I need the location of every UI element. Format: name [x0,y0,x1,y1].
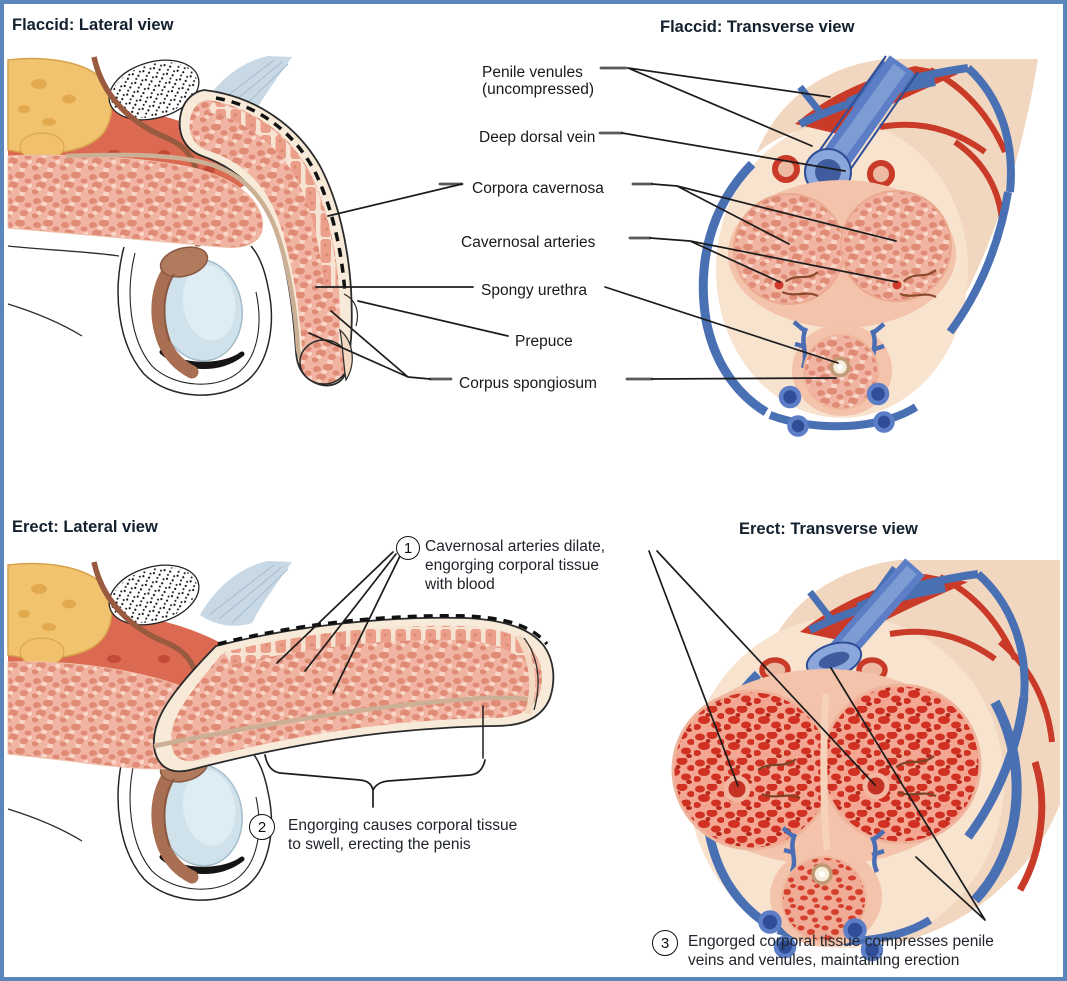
urethra-lateral [65,152,314,373]
panel-title-erect-transverse: Erect: Transverse view [739,520,918,538]
step-1-text: Cavernosal arteries dilate, engorging co… [425,537,605,594]
corpus-spongiosum-cut [781,856,867,942]
venule-cut [866,382,890,406]
step-2-text: Engorging causes corporal tissue to swel… [288,816,517,854]
label-line: Cavernosal arteries [461,234,596,251]
step-text-line: engorging corporal tissue [425,557,600,574]
venule-cut [843,918,867,942]
leader-lines [264,66,986,921]
vein-squiggles [792,320,886,369]
label-prepuce: Prepuce [515,333,573,350]
illustration-layer [4,4,1060,962]
panel-title-erect-lateral: Erect: Lateral view [12,518,158,536]
urethra-erect [153,695,537,749]
erect-lateral-illustration [8,555,555,900]
panel-title-flaccid-lateral: Flaccid: Lateral view [12,16,174,34]
step-text-line: Engorged corporal tissue compresses peni… [688,933,994,950]
label-line: (uncompressed) [482,81,594,98]
panel-title-flaccid-transverse: Flaccid: Transverse view [660,18,855,36]
corpus-cavernosum-left [733,193,845,305]
venule-cut [787,415,809,437]
erect-transverse-illustration [671,558,1060,962]
venule-cut [758,910,782,934]
step-text-line: Cavernosal arteries dilate, [425,538,606,555]
prepuce-fold [339,328,353,382]
cavernosal-artery-left [771,277,787,293]
step-text-line: with blood [425,576,495,593]
label-deep-dorsal-vein: Deep dorsal vein [479,129,595,146]
step-text-line: to swell, erecting the penis [288,836,471,853]
label-cavernosal-arteries: Cavernosal arteries [461,234,595,251]
dorsal-artery-cut [772,155,800,183]
compressed-dorsal-vessels-dashes [217,614,549,646]
corpus-cavernosum-right [840,190,952,302]
step-text-line: Engorging causes corporal tissue [288,817,518,834]
corona-line [523,637,539,711]
vein-squiggles [781,826,886,874]
brace [264,754,486,793]
label-spongy-urethra: Spongy urethra [481,282,587,299]
label-line: Corpora cavernosa [472,180,604,197]
step-3-number-badge: 3 [652,930,678,956]
venule-cut [873,411,895,433]
label-penile-venules: Penile venules (uncompressed) [482,64,594,98]
label-line: Penile venules [482,64,583,81]
label-corpora-cavernosa: Corpora cavernosa [472,180,604,197]
label-line: Prepuce [515,333,573,350]
step-1-number-badge: 1 [396,536,420,560]
corpora-cavernosa-erect [224,625,533,665]
step-text-line: veins and venules, maintaining erection [688,952,960,969]
step-2-number-badge: 2 [249,814,275,840]
venule-cut [860,938,884,962]
label-line: Spongy urethra [481,282,587,299]
septum [820,693,831,851]
cavernosal-artery-left-dilated [723,775,751,803]
flaccid-lateral-illustration [7,50,359,395]
label-line: Corpus spongiosum [459,375,597,392]
corpus-cavernosum-left-engorged [671,689,833,851]
label-line: Deep dorsal vein [479,129,596,146]
penile-veins [698,59,1015,431]
venule-cut [778,385,802,409]
perineal-corporal-tissue [7,154,264,249]
label-corpus-spongiosum: Corpus spongiosum [459,375,597,392]
helicine-branches [757,755,937,800]
dorsal-vessels-dashes [215,96,347,295]
venule-cut [773,935,797,959]
helicine-branches [781,269,937,299]
corpora-cavernosa-lateral [208,102,338,288]
dorsal-artery-cut [867,160,895,188]
step-3-text: Engorged corporal tissue compresses peni… [688,932,994,970]
